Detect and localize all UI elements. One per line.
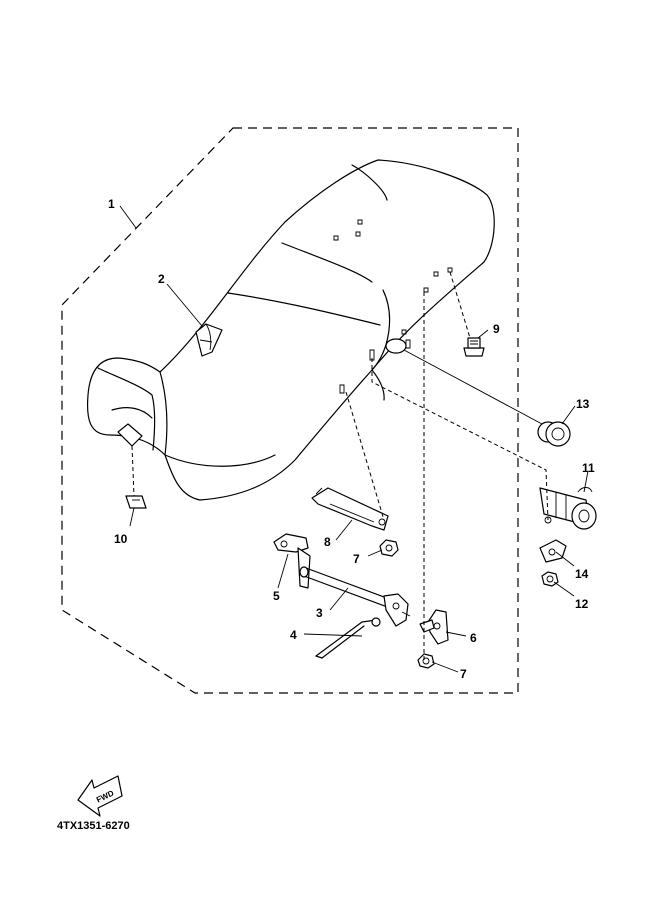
bracket-5 [273,533,311,589]
callout-2: 2 [158,272,165,286]
lock-clip-14 [539,539,567,563]
alignment-lines [131,271,549,660]
callout-13: 13 [576,397,590,411]
callout-4: 4 [290,628,297,642]
nut-12 [541,571,559,587]
lock-guide-line [403,349,543,425]
diagram-code: 4TX1351-6270 [57,820,130,832]
rod-4 [315,617,381,659]
callout-7-upper: 7 [353,552,360,566]
bolt-9 [463,337,485,357]
seat-lock-11 [539,487,597,530]
callout-5: 5 [273,589,280,603]
callout-3: 3 [316,606,323,620]
grommet-13 [537,421,571,447]
callouts: 1 2 9 13 11 10 8 7 14 5 12 3 4 6 7 [108,197,595,681]
callout-7-lower: 7 [460,667,467,681]
assembly-boundary [61,127,519,694]
nut-7a [379,539,399,557]
callout-12: 12 [575,597,589,611]
callout-11: 11 [582,461,595,475]
callout-14: 14 [575,567,589,581]
nut-10 [125,495,147,509]
hinge-bracket-8 [311,487,389,531]
callout-1: 1 [108,197,115,211]
callout-8: 8 [324,535,331,549]
stay-rod-3 [299,566,411,627]
fwd-arrow-icon: FWD [77,775,123,817]
callout-9: 9 [493,322,500,336]
callout-6: 6 [470,631,477,645]
nut-7b [417,653,435,669]
seat [86,159,495,501]
seat-strap [195,323,223,357]
callout-10: 10 [114,532,128,546]
leader-lines [119,205,589,673]
